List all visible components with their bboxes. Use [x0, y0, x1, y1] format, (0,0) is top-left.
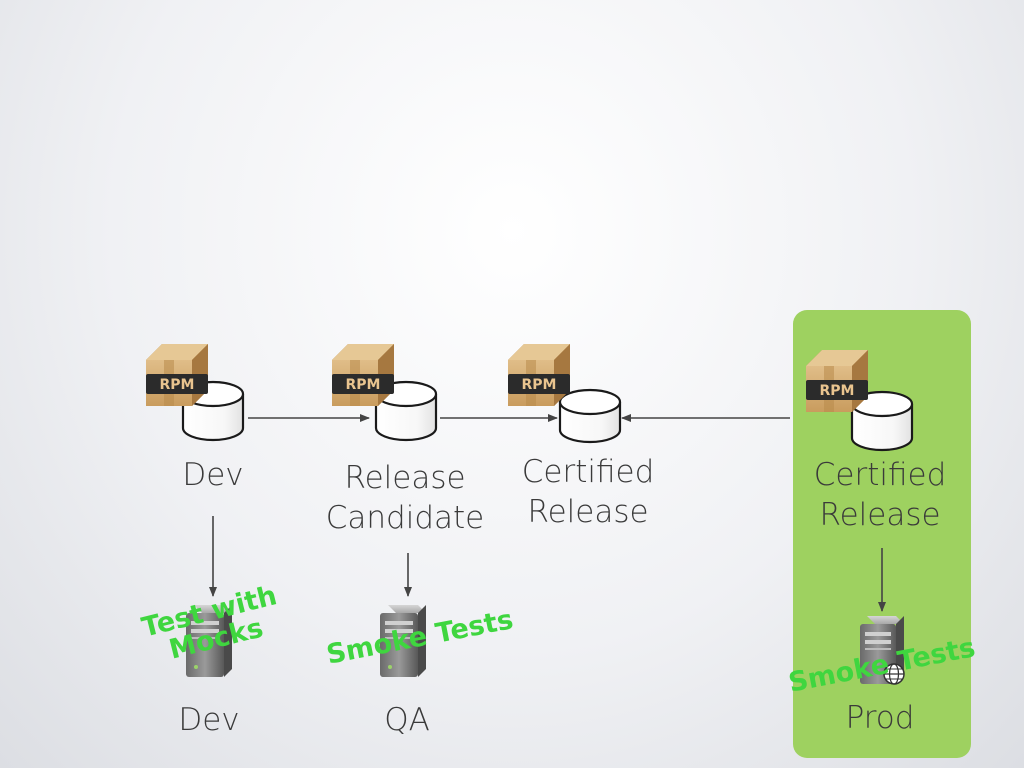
env-label-qa: QA: [384, 702, 430, 738]
rpm-label: RPM: [522, 377, 557, 393]
repo-dev: RPM: [146, 344, 245, 442]
server-tower-icon: [186, 605, 232, 677]
repo-label-release-candidate: Release Candidate: [325, 460, 485, 537]
database-cylinder-icon: [558, 388, 622, 444]
server-tower-icon: [380, 605, 426, 677]
repo-label-dev: Dev: [182, 457, 244, 493]
rpm-label: RPM: [346, 377, 381, 393]
env-label-dev: Dev: [178, 702, 240, 738]
rpm-package-icon: RPM: [508, 344, 570, 406]
server-tower-icon: [860, 616, 905, 685]
env-label-prod: Prod: [845, 700, 915, 736]
rpm-package-icon: RPM: [332, 344, 394, 406]
repo-certified-release: RPM: [508, 344, 622, 444]
rpm-package-icon: RPM: [806, 350, 868, 412]
globe-icon: [883, 663, 905, 685]
rpm-label: RPM: [820, 383, 855, 399]
rpm-label: RPM: [160, 377, 195, 393]
rpm-package-icon: RPM: [146, 344, 208, 406]
repo-prod-certified-release: RPM: [806, 350, 914, 452]
repo-release-candidate: RPM: [332, 344, 438, 442]
repo-label-certified-release: Certified Release: [521, 454, 655, 531]
repo-label-prod-certified-release: Certified Release: [813, 457, 947, 534]
